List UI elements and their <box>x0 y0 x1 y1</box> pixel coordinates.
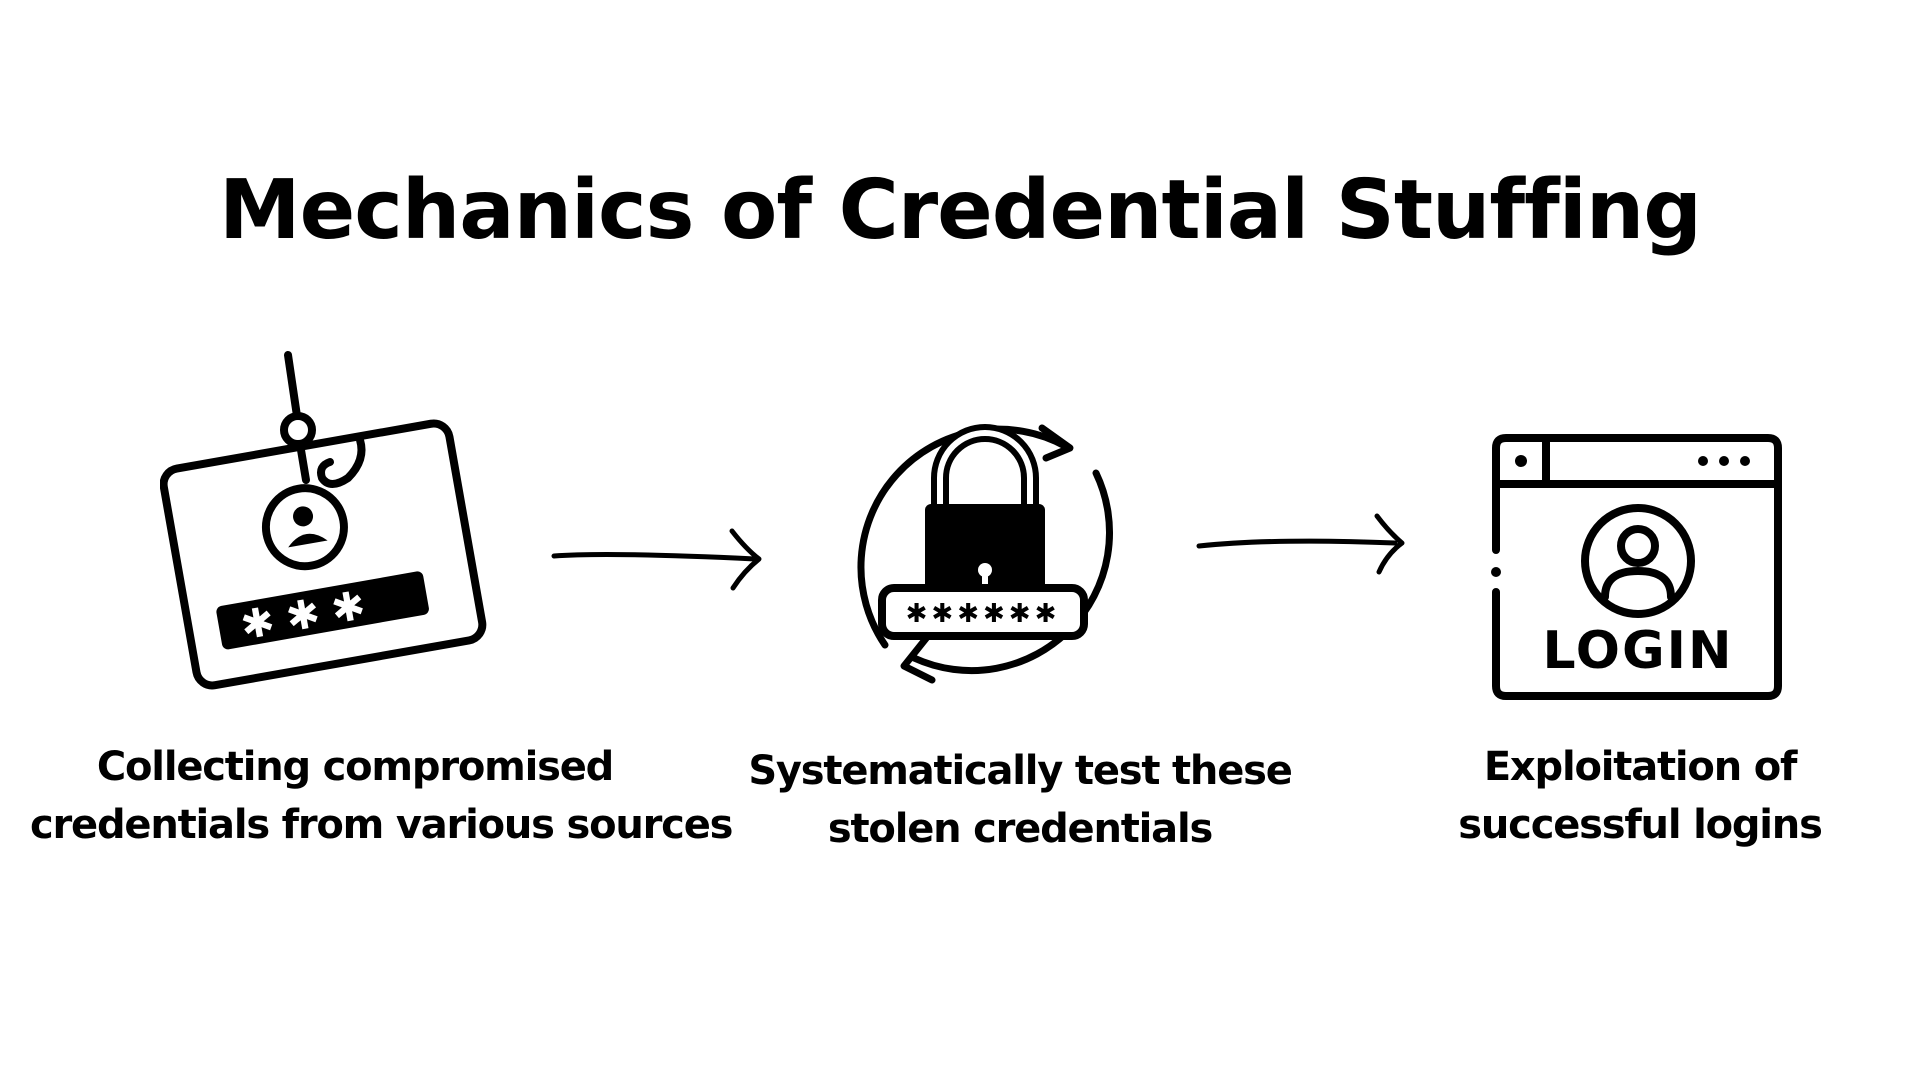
step-2-caption-line-2: stolen credentials <box>827 806 1213 852</box>
phishing-card-icon: ✱ ✱ ✱ <box>160 351 487 690</box>
step-3-caption: Exploitation of successful logins <box>1440 738 1840 854</box>
step-2-caption-line-1: Systematically test these <box>748 748 1293 794</box>
diagram-title: Mechanics of Credential Stuffing <box>219 163 1702 258</box>
svg-text:✱: ✱ <box>237 598 278 649</box>
step-1-caption: Collecting compromised credentials from … <box>30 738 733 854</box>
flow-arrow-1 <box>551 528 762 591</box>
login-label: LOGIN <box>1542 621 1733 681</box>
step-2-caption: Systematically test these stolen credent… <box>725 742 1315 858</box>
svg-text:✱✱✱✱✱✱: ✱✱✱✱✱✱ <box>906 599 1061 629</box>
step-3-caption-line-2: successful logins <box>1458 802 1823 848</box>
browser-login-icon: LOGIN <box>1491 434 1782 700</box>
flow-arrow-2 <box>1196 513 1405 575</box>
rotating-lock-password-icon: ✱✱✱✱✱✱ <box>857 424 1113 684</box>
step-3-caption-line-1: Exploitation of <box>1483 744 1798 790</box>
step-1-caption-line-2: credentials from various sources <box>30 802 733 848</box>
svg-text:✱: ✱ <box>283 590 324 641</box>
step-1-caption-line-1: Collecting compromised <box>96 744 614 790</box>
svg-text:✱: ✱ <box>328 582 369 633</box>
